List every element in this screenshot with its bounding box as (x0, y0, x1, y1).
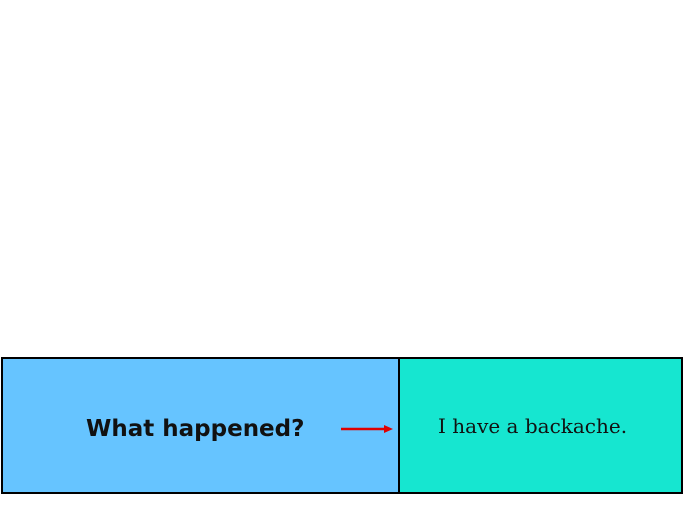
right-arrow-icon (341, 425, 393, 433)
question-box (1, 357, 400, 494)
answer-box (398, 357, 683, 494)
answer-text: I have a backache. (438, 414, 628, 438)
question-text: What happened? (86, 416, 305, 442)
